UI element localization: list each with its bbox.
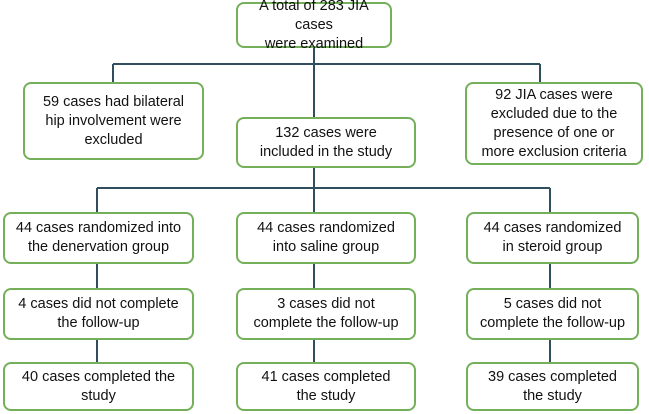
- included-box: 132 cases were included in the study: [236, 117, 416, 168]
- not-completed-denervation-box: 4 cases did not complete the follow-up: [3, 288, 194, 340]
- completed-denervation-box: 40 cases completed the study: [3, 362, 194, 411]
- total-cases-box: A total of 283 JIA cases were examined: [236, 0, 392, 52]
- not-completed-saline-box: 3 cases did not complete the follow-up: [236, 288, 416, 340]
- completed-steroid-box: 39 cases completed the study: [466, 362, 639, 411]
- completed-saline-box: 41 cases completed the study: [236, 362, 416, 411]
- not-completed-steroid-box: 5 cases did not complete the follow-up: [466, 288, 639, 340]
- excluded-bilateral-box: 59 cases had bilateral hip involvement w…: [23, 82, 204, 160]
- excluded-criteria-box: 92 JIA cases were excluded due to the pr…: [465, 82, 643, 165]
- randomized-saline-box: 44 cases randomized into saline group: [236, 212, 416, 264]
- randomized-steroid-box: 44 cases randomized in steroid group: [466, 212, 639, 264]
- randomized-denervation-box: 44 cases randomized into the denervation…: [3, 212, 194, 264]
